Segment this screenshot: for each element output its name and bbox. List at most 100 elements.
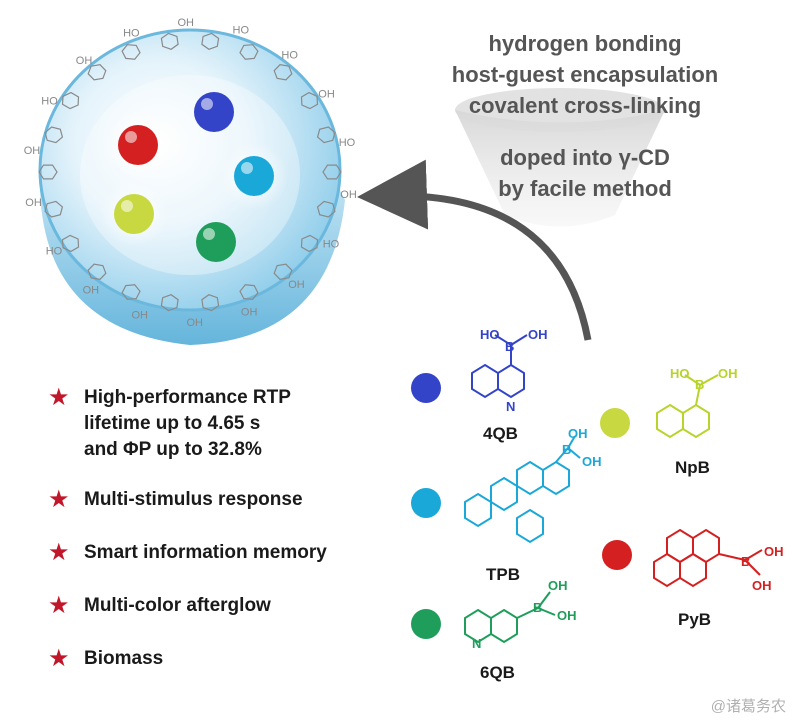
hydroxyl-label: OH: [187, 317, 204, 329]
hydroxyl-label: HO: [46, 246, 63, 258]
glucose-unit: [322, 164, 342, 180]
pyb-oh-bottom: OH: [752, 578, 772, 593]
hydroxyl-label: OH: [318, 88, 335, 100]
doping-description: doped into γ-CD by facile method: [420, 142, 750, 204]
glucose-unit: [160, 32, 179, 50]
method-host-guest: host-guest encapsulation: [451, 62, 719, 87]
feature-text: High-performance RTP lifetime up to 4.65…: [84, 387, 291, 460]
hydroxyl-label: OH: [340, 189, 357, 201]
glucose-unit: [316, 200, 336, 218]
6qb-oh-top: OH: [548, 578, 568, 593]
cyan-guest-sphere: [234, 156, 274, 196]
doping-line-1: doped into γ-CD: [500, 145, 670, 170]
star-icon: ★: [48, 592, 70, 619]
star-icon: ★: [48, 539, 70, 566]
hydroxyl-label: OH: [288, 279, 305, 291]
label-pyb: PyB: [678, 610, 712, 629]
structure-4qb: [471, 334, 528, 399]
feature-biomass: ★ Biomass: [48, 646, 163, 672]
tpb-boron: B: [562, 442, 571, 457]
hydroxyl-label: OH: [24, 145, 41, 157]
6qb-oh-bottom: OH: [557, 608, 577, 623]
cyclodextrin-cup: [455, 88, 665, 227]
npb-oh: OH: [718, 366, 738, 381]
structure-pyb: [653, 528, 763, 588]
method-cross-linking: covalent cross-linking: [468, 93, 702, 118]
process-arrow: [357, 159, 592, 341]
label-4qb: 4QB: [483, 424, 518, 443]
glucose-unit: [201, 294, 220, 312]
doping-line-2: by facile method: [498, 176, 672, 201]
structure-npb: [656, 374, 719, 439]
blue-guest-sphere: [194, 92, 234, 132]
guest-spheres: [100, 92, 288, 262]
hydroxyl-label: HO: [41, 96, 58, 108]
star-icon: ★: [48, 384, 70, 411]
label-6qb: 6QB: [480, 663, 515, 682]
hydroxyl-label: OH: [76, 55, 93, 67]
glucose-unit: [160, 294, 179, 312]
green-guest-sphere: [196, 222, 236, 262]
label-npb: NpB: [675, 458, 710, 477]
4qb-sphere: [411, 373, 441, 403]
npb-sphere: [600, 408, 630, 438]
hydroxyl-label: OH: [25, 197, 42, 209]
hydroxyl-label: HO: [123, 28, 140, 40]
star-icon: ★: [48, 486, 70, 513]
yellow-guest-sphere: [114, 194, 154, 234]
glucose-unit: [239, 284, 259, 300]
feature-multi-stimulus: ★ Multi-stimulus response: [48, 487, 303, 513]
hydroxyl-label: OH: [83, 285, 100, 297]
4qb-ho: HO: [480, 327, 500, 342]
tpb-oh-bottom: OH: [582, 454, 602, 469]
glucose-unit: [61, 91, 80, 110]
glucose-unit: [38, 164, 58, 180]
glucose-unit: [239, 44, 259, 60]
glucose-unit: [87, 64, 107, 81]
feature-afterglow: ★ Multi-color afterglow: [48, 593, 271, 619]
6qb-boron: B: [533, 600, 542, 615]
npb-boron: B: [695, 377, 704, 392]
structure-6qb: [464, 591, 556, 644]
glucose-unit: [44, 126, 64, 144]
glucose-unit: [300, 234, 319, 253]
label-tpb: TPB: [486, 565, 520, 584]
glucose-unit: [61, 234, 80, 253]
glucose-ring-scaffold: [38, 32, 342, 312]
glucose-unit: [201, 32, 220, 50]
npb-ho: HO: [670, 366, 690, 381]
4qb-nitrogen: N: [506, 399, 515, 414]
structure-tpb: [464, 435, 581, 544]
glucose-unit: [273, 263, 293, 280]
red-guest-sphere: [118, 125, 158, 165]
glucose-unit: [87, 263, 107, 280]
pyb-oh-top: OH: [764, 544, 784, 559]
tpb-sphere: [411, 488, 441, 518]
method-hydrogen-bonding: hydrogen bonding: [488, 31, 682, 56]
glucose-unit: [316, 126, 336, 144]
hydroxyl-label: OH: [132, 309, 149, 321]
glucose-unit: [44, 200, 64, 218]
assembly-methods: hydrogen bonding host-guest encapsulatio…: [420, 28, 750, 121]
pyb-sphere: [602, 540, 632, 570]
hydroxyl-label: HO: [323, 238, 340, 250]
feature-text: Smart information memory: [84, 542, 327, 563]
glucose-unit: [121, 284, 141, 300]
hydroxyl-label: HO: [339, 137, 356, 149]
feature-rtp: ★ High-performance RTP lifetime up to 4.…: [48, 385, 291, 463]
hydroxyl-label: OH: [241, 307, 258, 319]
hydroxyl-label: HO: [281, 49, 298, 61]
legend-spheres: [411, 373, 632, 639]
glucose-unit: [300, 91, 319, 110]
hydroxyl-label: OH: [178, 17, 195, 29]
4qb-oh: OH: [528, 327, 548, 342]
tpb-oh-top: OH: [568, 426, 588, 441]
watermark-credit: @诸葛务农: [710, 698, 786, 715]
6qb-nitrogen: N: [472, 636, 481, 651]
glucose-unit: [121, 44, 141, 60]
star-icon: ★: [48, 645, 70, 672]
feature-memory: ★ Smart information memory: [48, 540, 327, 566]
